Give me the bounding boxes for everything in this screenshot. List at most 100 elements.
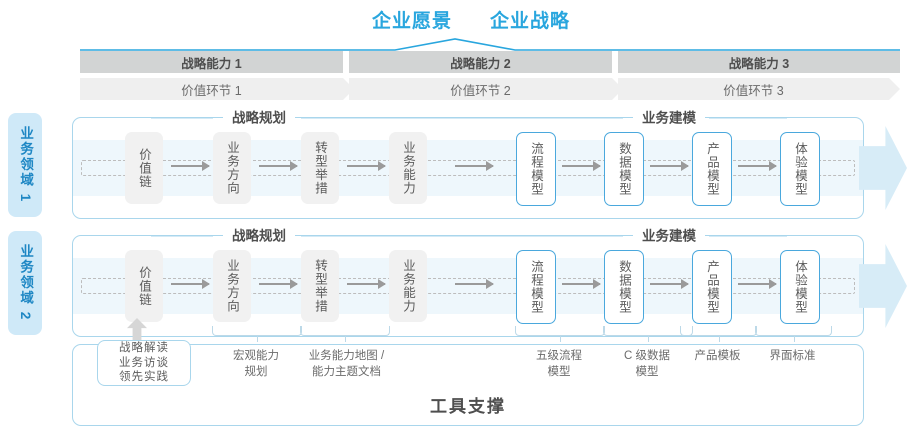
value-cell-1[interactable]: 价值环节 1	[80, 78, 354, 100]
node-business-direction-2[interactable]: 业务方向	[213, 250, 251, 322]
node-label: 业务方向	[225, 141, 239, 195]
node-process-model-1[interactable]: 流程模型	[516, 132, 556, 206]
bracket-stem	[648, 335, 649, 342]
section-line-right-2	[709, 235, 787, 237]
value-label-3: 价值环节 3	[723, 83, 784, 98]
capability-label-1: 战略能力 1	[181, 56, 242, 71]
tool-support-panel: 工具支撑	[72, 344, 864, 426]
flow-arrow-1-1	[171, 161, 210, 171]
node-label: 业务方向	[225, 259, 239, 313]
node-business-capability-1[interactable]: 业务能力	[389, 132, 427, 204]
node-transformation-measures-1[interactable]: 转型举措	[301, 132, 339, 204]
strategic-capability-bar-row: 战略能力 1 战略能力 2 战略能力 3	[80, 51, 900, 73]
sidebar-item-business-domain-1[interactable]: 业务领域 1	[8, 113, 42, 217]
flow-arrow-2-2	[259, 279, 298, 289]
business-domain-2-label: 业务领域 2	[18, 244, 34, 322]
node-data-model-1[interactable]: 数据模型	[604, 132, 644, 206]
bracket-stem	[793, 335, 795, 342]
node-label: 流程模型	[529, 142, 543, 196]
business-domain-1-label: 业务领域 1	[18, 126, 34, 204]
tool-bracket-1	[212, 326, 302, 342]
section-line-left-1	[151, 117, 213, 119]
node-process-model-2[interactable]: 流程模型	[516, 250, 556, 324]
bracket-stem	[560, 335, 561, 342]
node-label: 价值链	[137, 265, 151, 307]
tool-bracket-4	[603, 326, 693, 342]
value-segment-bar-row: 价值环节 1 价值环节 2 价值环节 3	[80, 78, 900, 100]
tool-label-interface-standard: 界面标准	[769, 350, 816, 362]
node-label: 体验模型	[793, 260, 807, 314]
node-business-capability-2[interactable]: 业务能力	[389, 250, 427, 322]
node-label: 转型举措	[313, 141, 327, 195]
bracket-stem	[345, 335, 346, 342]
node-label: 体验模型	[793, 142, 807, 196]
node-label: 流程模型	[529, 260, 543, 314]
node-label: 价值链	[137, 147, 151, 189]
tool-support-title: 工具支撑	[430, 397, 506, 416]
node-data-model-2[interactable]: 数据模型	[604, 250, 644, 324]
chevron-notch-2	[612, 78, 623, 100]
node-experience-model-2[interactable]: 体验模型	[780, 250, 820, 324]
sidebar-item-business-domain-2[interactable]: 业务领域 2	[8, 231, 42, 335]
flow-arrow-2-4	[455, 279, 494, 289]
section-caption-business-modeling-1: 业务建模	[633, 111, 705, 125]
node-business-direction-1[interactable]: 业务方向	[213, 132, 251, 204]
tool-label-product-template: 产品模板	[694, 350, 741, 362]
business-domain-1-panel: 战略规划 业务建模 价值链 业务方向 转型举措 业务能力 流程模型 数据模型	[72, 111, 907, 219]
tool-bracket-2	[300, 326, 390, 342]
bracket-stem	[718, 335, 720, 342]
capability-label-3: 战略能力 3	[728, 56, 790, 71]
section-line-left-2	[151, 235, 213, 237]
node-transformation-measures-2[interactable]: 转型举措	[301, 250, 339, 322]
node-label: 产品模型	[705, 260, 719, 314]
flow-arrow-1-5	[562, 161, 601, 171]
section-line-right-1	[709, 117, 787, 119]
flow-dashed-track-2	[81, 278, 855, 294]
value-label-1: 价值环节 1	[181, 83, 242, 98]
business-domain-2-panel: 战略规划 业务建模 价值链 业务方向 转型举措 业务能力 流程模型 数据模型	[72, 229, 907, 337]
flow-arrow-2-7	[738, 279, 777, 289]
flow-arrow-2-3	[347, 279, 386, 289]
tool-label-c-level-data-model: C 级数据 模型	[624, 350, 670, 378]
flow-arrow-1-6	[650, 161, 689, 171]
flow-arrow-1-3	[347, 161, 386, 171]
node-label: 转型举措	[313, 259, 327, 313]
value-cell-2[interactable]: 价值环节 2	[349, 78, 623, 100]
value-cell-3[interactable]: 价值环节 3	[618, 78, 900, 100]
node-product-model-2[interactable]: 产品模型	[692, 250, 732, 324]
node-label: 产品模型	[705, 142, 719, 196]
flow-dashed-track-1	[81, 160, 855, 176]
node-label: 数据模型	[617, 260, 631, 314]
flow-arrow-2-1	[171, 279, 210, 289]
tool-label-business-capability-map: 业务能力地图 / 能力主题文档	[308, 350, 385, 378]
flow-band-arrow-1	[859, 126, 907, 210]
value-label-2: 价值环节 2	[450, 83, 511, 98]
section-line-mid-1	[301, 117, 623, 119]
node-experience-model-1[interactable]: 体验模型	[780, 132, 820, 206]
flow-arrow-1-7	[738, 161, 777, 171]
chevron-notch-1	[343, 78, 354, 100]
flow-band-arrow-2	[859, 244, 907, 328]
flow-arrow-2-5	[562, 279, 601, 289]
tool-bracket-3	[515, 326, 605, 342]
tool-box-strategy-interpretation[interactable]: 战略解读 业务访谈 领先实践	[97, 340, 191, 386]
node-label: 业务能力	[401, 141, 415, 195]
bracket-stem	[257, 335, 258, 342]
capability-cell-2[interactable]: 战略能力 2	[349, 51, 612, 73]
node-value-chain-1[interactable]: 价值链	[125, 132, 163, 204]
capability-cell-3[interactable]: 战略能力 3	[618, 51, 900, 73]
flow-arrow-2-6	[650, 279, 689, 289]
section-caption-strategic-planning-2: 战略规划	[223, 229, 295, 243]
node-product-model-1[interactable]: 产品模型	[692, 132, 732, 206]
node-label: 数据模型	[617, 142, 631, 196]
vision-peak-line	[80, 38, 900, 51]
enterprise-strategy-title: 企业战略	[490, 11, 571, 32]
section-caption-strategic-planning-1: 战略规划	[223, 111, 295, 125]
capability-cell-1[interactable]: 战略能力 1	[80, 51, 343, 73]
node-value-chain-2[interactable]: 价值链	[125, 250, 163, 322]
flow-arrow-1-4	[455, 161, 494, 171]
flow-arrow-1-2	[259, 161, 298, 171]
tool-bracket-6	[755, 326, 832, 342]
node-label: 业务能力	[401, 259, 415, 313]
